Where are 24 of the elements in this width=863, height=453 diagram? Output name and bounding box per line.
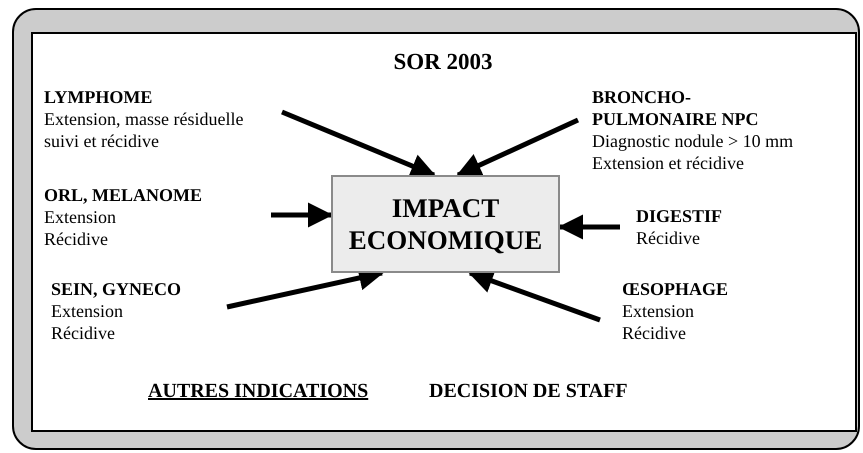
indication-text: Extension [51, 300, 124, 322]
category-heading: BRONCHO-PULMONAIRE NPC [592, 86, 760, 130]
arrow [558, 214, 620, 240]
arrow [271, 202, 333, 228]
indication-text: Récidive [636, 227, 701, 249]
arrow [281, 110, 436, 178]
center-box: IMPACT ECONOMIQUE [331, 175, 560, 273]
note-text: DECISION DE STAFF [429, 379, 628, 404]
indication-text: Récidive [622, 322, 687, 344]
category-heading: DIGESTIF [636, 205, 724, 227]
category-heading: ŒSOPHAGE [622, 278, 730, 300]
underlined-note: AUTRES INDICATIONS [148, 379, 368, 404]
indication-text: Extension [622, 300, 695, 322]
indication-text: Extension et récidive [592, 152, 745, 174]
category-heading: LYMPHOME [44, 86, 154, 108]
indication-text: Extension [44, 206, 117, 228]
indication-text: Récidive [44, 228, 109, 250]
indication-text: Extension, masse résiduelle suivi et récidive [44, 108, 244, 152]
indication-text: Diagnostic nodule > 10 mm [592, 130, 794, 152]
indication-text: Récidive [51, 322, 116, 344]
category-heading: SEIN, GYNECO [51, 278, 182, 300]
arrow [456, 118, 580, 178]
category-heading: ORL, MELANOME [44, 184, 204, 206]
diagram-title: SOR 2003 [392, 48, 494, 76]
